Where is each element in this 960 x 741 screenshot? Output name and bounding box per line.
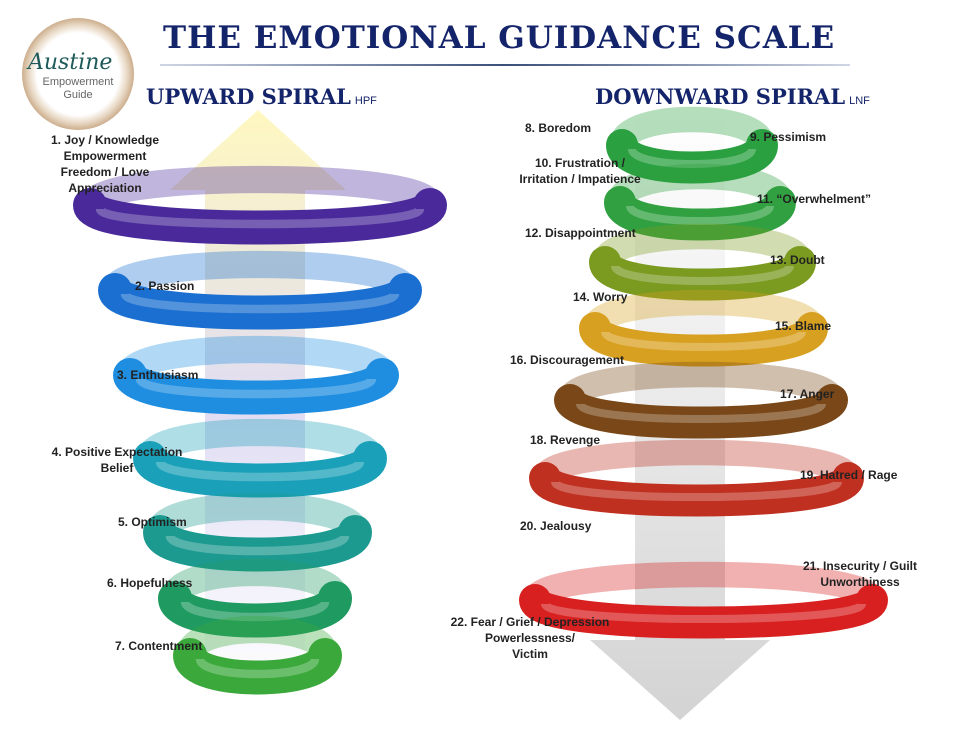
page-title: THE EMOTIONAL GUIDANCE SCALE: [163, 20, 836, 56]
downward-coil-highlight: [611, 263, 794, 285]
downward-coil: [554, 384, 848, 439]
upward-coil: [98, 273, 422, 330]
downward-emotion-label: 17. Anger: [780, 387, 835, 401]
downward-coil-highlight: [541, 600, 866, 623]
downward-coil-back: [522, 561, 885, 607]
logo-line2: Guide: [63, 89, 93, 101]
title-divider: [160, 64, 850, 66]
downward-coil-highlight: [576, 401, 826, 423]
downward-coil: [519, 584, 888, 639]
downward-emotion-label: 10. Frustration /Irritation / Impatience: [519, 156, 641, 186]
upward-coil-highlight: [135, 376, 377, 399]
upward-coil-highlight: [155, 459, 365, 482]
downward-coil: [589, 246, 816, 301]
downward-emotion-label: 12. Disappointment: [525, 226, 636, 240]
upward-coil-back: [101, 250, 419, 297]
upward-coil: [73, 188, 447, 245]
downward-coil-back: [532, 439, 861, 484]
downward-emotion-label: 16. Discouragement: [510, 353, 625, 367]
upward-emotion-label: 2. Passion: [135, 279, 195, 293]
upward-coil-highlight: [95, 204, 425, 229]
upward-emotion-label: 6. Hopefulness: [107, 576, 193, 590]
upward-coil-highlight: [180, 600, 330, 622]
downward-coil: [606, 129, 778, 184]
upward-emotion-label: 5. Optimism: [118, 515, 187, 529]
upward-coil-highlight: [165, 533, 350, 556]
upward-coil: [113, 358, 399, 415]
downward-emotion-label: 20. Jealousy: [520, 519, 592, 533]
upward-emotion-label: 3. Enthusiasm: [117, 368, 199, 382]
upward-coil-highlight: [195, 657, 320, 679]
downward-emotion-label: 9. Pessimism: [750, 130, 827, 144]
upward-emotion-label: 7. Contentment: [115, 639, 203, 653]
downward-coil-highlight: [551, 478, 842, 501]
upward-coil: [133, 441, 387, 498]
upward-coil: [173, 638, 342, 695]
upward-coil: [143, 515, 372, 572]
logo-line1: Empowerment: [42, 76, 114, 88]
downward-emotion-label: 14. Worry: [573, 290, 628, 304]
downward-emotion-label: 19. Hatred / Rage: [800, 468, 898, 482]
downward-emotion-label: 11. “Overwhelment”: [757, 192, 872, 206]
downward-emotion-label: 15. Blame: [775, 319, 832, 333]
downward-coil-highlight: [628, 147, 756, 168]
downward-emotion-label: 8. Boredom: [525, 121, 592, 135]
downward-coil: [529, 462, 864, 517]
downward-emotion-label: 18. Revenge: [530, 433, 601, 447]
upward-coil-back: [76, 165, 444, 212]
downward-coil-highlight: [626, 204, 774, 225]
downward-coil-highlight: [601, 329, 806, 351]
upward-coil: [158, 581, 352, 638]
downward-emotion-label: 13. Doubt: [770, 253, 825, 267]
upward-coil-highlight: [120, 289, 400, 314]
downward-coil: [604, 186, 796, 241]
downward-coil-back: [557, 361, 845, 406]
downward-coil: [579, 312, 828, 367]
